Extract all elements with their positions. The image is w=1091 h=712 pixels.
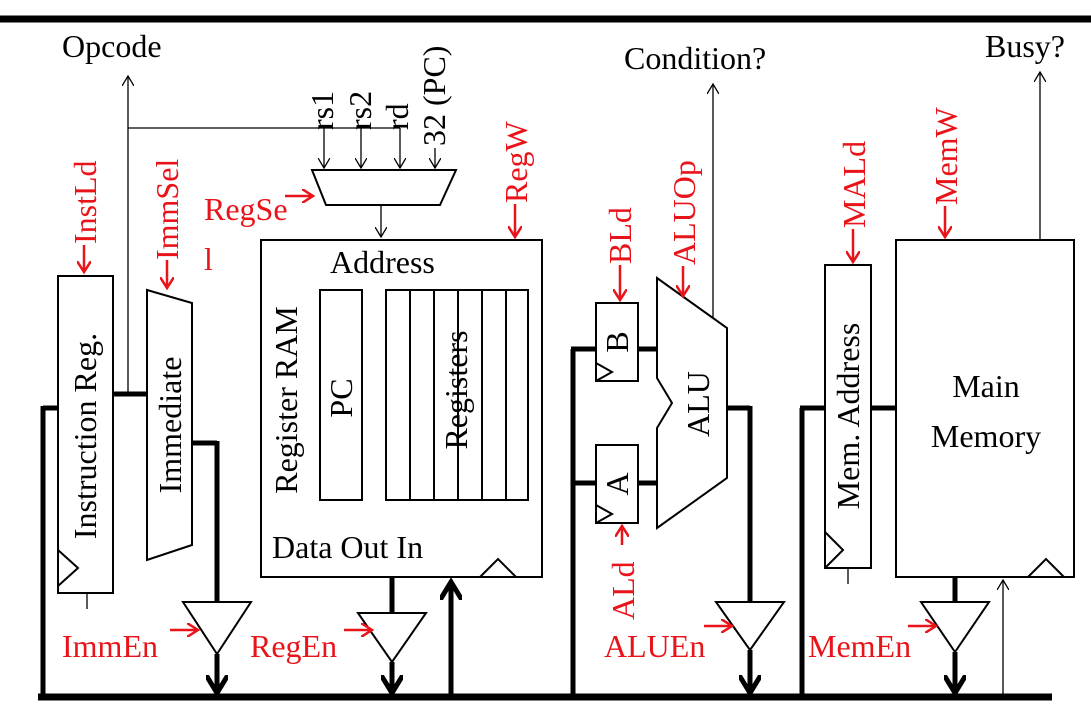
mem-w-label: MemW: [928, 106, 964, 205]
mem-address-clock: [824, 531, 845, 569]
data-out-in-label: Data Out In: [272, 529, 423, 565]
reg-select-mux: [310, 169, 458, 206]
instruction-register: Instruction Reg.: [40, 275, 148, 697]
instruction-reg-box: [57, 275, 114, 594]
mem-en-label: MemEn: [808, 628, 911, 664]
imm-sel-label: ImmSel: [149, 159, 185, 260]
alu-op-label: ALUOp: [666, 160, 702, 265]
reg-b-clock: [595, 362, 615, 382]
rs2-label: rs2: [342, 91, 378, 130]
reg-a-clock: [595, 504, 615, 524]
condition-label: Condition?: [624, 40, 766, 76]
imm-en-buffer: [181, 601, 253, 656]
reg-sel-label-2: l: [204, 241, 213, 277]
alu-shape: [656, 276, 728, 530]
buses: [0, 15, 1091, 701]
memory-section: Mem. Address Main Memory: [799, 239, 1075, 697]
a-ld-label: ALd: [605, 561, 641, 620]
pc-box: [319, 289, 363, 501]
alu-en-label: ALUEn: [604, 628, 705, 664]
reg-sel-label-1: RegSe: [204, 191, 288, 227]
instruction-reg-clock: [57, 549, 80, 587]
busy-label: Busy?: [985, 28, 1065, 64]
immediate-box: [146, 288, 193, 562]
alu-section: B A ALU: [570, 276, 786, 697]
reg-b-label: B: [599, 331, 635, 352]
register-select: rs1 rs2 rd 32 (PC): [128, 46, 458, 237]
imm-en-label: ImmEn: [62, 628, 158, 664]
rd-label: rd: [379, 103, 415, 130]
main-memory-label-2: Memory: [931, 418, 1041, 454]
main-memory-clock: [1027, 557, 1065, 578]
address-label: Address: [330, 244, 435, 280]
register-ram: Address Register RAM PC Registers Data O…: [260, 239, 543, 697]
b-ld-label: BLd: [602, 207, 638, 264]
opcode-label: Opcode: [62, 28, 162, 64]
ma-ld-label: MALd: [836, 141, 872, 228]
reg-w-label: RegW: [498, 120, 534, 203]
instruction-reg-label: Instruction Reg.: [67, 333, 103, 539]
main-memory-box: [895, 239, 1075, 578]
main-memory-label-1: Main: [952, 368, 1020, 404]
control-signals: InstLd ImmSel RegW BLd ALUOp MALd MemW A…: [62, 106, 964, 664]
alu-label: ALU: [680, 371, 716, 437]
immediate-unit: Immediate: [146, 288, 253, 693]
pc-const-label: 32 (PC): [416, 46, 452, 146]
register-ram-clock: [479, 557, 517, 578]
registers-label: Registers: [438, 330, 474, 449]
register-ram-label: Register RAM: [268, 306, 304, 494]
reg-en-label: RegEn: [250, 628, 337, 664]
mem-address-label: Mem. Address: [830, 323, 866, 510]
inst-ld-label: InstLd: [67, 160, 103, 244]
immediate-label: Immediate: [152, 357, 188, 494]
registers-dividers: [409, 290, 507, 500]
top-signals: Opcode Condition? Busy?: [62, 28, 1065, 394]
reg-a-label: A: [599, 472, 635, 495]
mem-address-box: [824, 264, 872, 569]
rs1-label: rs1: [304, 91, 340, 130]
reg-en-buffer: [356, 612, 428, 664]
pc-label: PC: [323, 378, 359, 417]
